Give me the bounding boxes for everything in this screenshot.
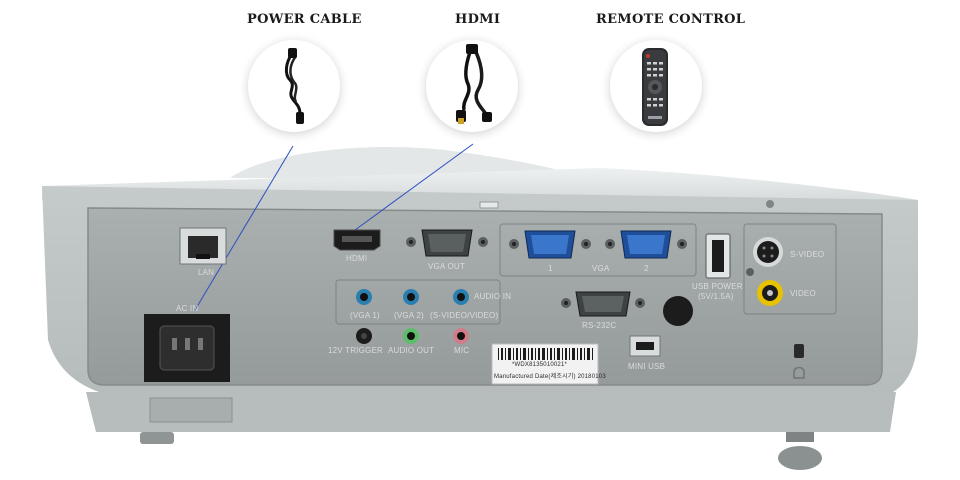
left-foot [140, 432, 174, 444]
s-video-label: S-VIDEO [790, 250, 825, 259]
vga-out-label: VGA OUT [428, 262, 465, 271]
vga-1-port[interactable] [509, 230, 591, 259]
usb-power-label: USB POWER [692, 282, 743, 291]
sticker-manufactured-date: Manufactured Date(제조시기) 20180103 [494, 374, 606, 380]
vga-2-port[interactable] [605, 230, 687, 259]
s-video-port[interactable] [753, 237, 783, 267]
power-cable-icon [284, 48, 304, 124]
sticker-serial: *WDX8135010021* [512, 362, 568, 368]
screw-top-right [766, 200, 774, 208]
remote-control-thumbnail [610, 40, 702, 132]
hdmi-pointer [354, 143, 474, 231]
hdmi-cable-thumbnail [426, 40, 518, 132]
vga1-audio-jack[interactable] [356, 289, 372, 305]
screw-svideo [746, 268, 754, 276]
vga-group-label: VGA [592, 264, 610, 273]
usb-power-rating-label: (5V/1.5A) [698, 292, 734, 301]
vga-1-label: 1 [548, 264, 553, 273]
power-cable-label: POWER CABLE [247, 12, 362, 27]
mini-usb-label: MINI USB [628, 362, 666, 371]
mic-label: MIC [454, 346, 470, 355]
audio-in-label: AUDIO IN [474, 292, 512, 301]
hdmi-cable-icon [456, 44, 492, 124]
remote-control-label: REMOTE CONTROL [596, 12, 746, 27]
vga-2-label: 2 [644, 264, 649, 273]
top-slot [479, 201, 499, 209]
vga1-audio-label: (VGA 1) [350, 311, 380, 320]
barcode [498, 348, 593, 360]
power-cable-thumbnail [248, 40, 340, 132]
trigger-12v-label: 12V TRIGGER [328, 346, 383, 355]
bottom-tab [149, 397, 233, 423]
svideo-video-group [743, 223, 837, 315]
audio-out-label: AUDIO OUT [388, 346, 435, 355]
hdmi-label: HDMI [346, 254, 368, 263]
ir-sensor [663, 296, 693, 326]
video-label: VIDEO [790, 289, 816, 298]
foot-pad [778, 446, 822, 470]
svideo-video-audio-jack[interactable] [453, 289, 469, 305]
remote-control-icon [642, 48, 668, 126]
vga2-audio-label: (VGA 2) [394, 311, 424, 320]
kensington-lock-slot[interactable] [794, 344, 804, 358]
trigger-12v-jack[interactable] [356, 328, 372, 344]
vga2-audio-jack[interactable] [403, 289, 419, 305]
lock-icon [793, 366, 805, 379]
power-cable-pointer [194, 145, 294, 311]
vga-out-port[interactable] [406, 229, 488, 257]
audio-out-jack[interactable] [403, 328, 419, 344]
svideo-video-audio-label: (S-VIDEO/VIDEO) [430, 311, 499, 320]
adjustable-foot [786, 432, 814, 442]
ac-in-label: AC IN [176, 304, 199, 313]
hdmi-cable-label: HDMI [455, 12, 501, 27]
connector-panel [87, 207, 883, 386]
rs232c-port[interactable] [561, 291, 645, 317]
video-rca-port[interactable] [757, 280, 783, 306]
mic-jack[interactable] [453, 328, 469, 344]
rs232c-label: RS-232C [582, 321, 617, 330]
lan-label: LAN [198, 268, 215, 277]
vga-in-group [499, 223, 697, 277]
audio-in-group [335, 279, 501, 325]
bottom-lip [86, 392, 896, 432]
